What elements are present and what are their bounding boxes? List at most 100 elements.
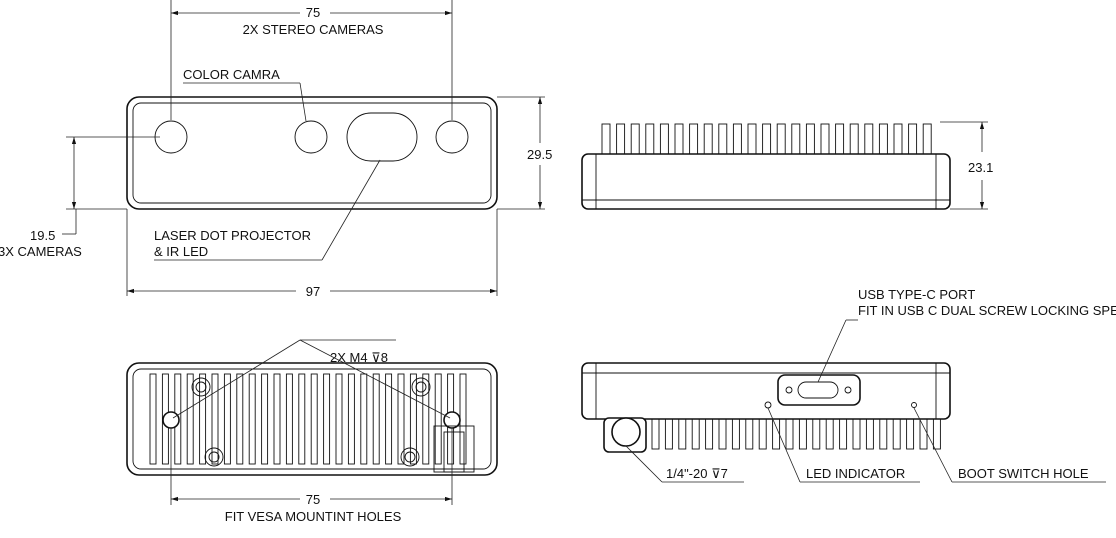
heat-fin [849, 123, 859, 157]
rear-view: USB TYPE-C PORT FIT IN USB C DUAL SCREW … [581, 287, 1116, 483]
boot-label: BOOT SWITCH HOLE [958, 466, 1089, 481]
vesa-label: FIT VESA MOUNTINT HOLES [225, 509, 402, 524]
heat-fin [273, 373, 281, 465]
mount-boss [204, 447, 224, 467]
color-camera [294, 120, 328, 154]
heat-fin [839, 416, 848, 450]
heat-fin [691, 416, 700, 450]
bottom-view: 2X M4 ⊽8 75 FIT VESA MOUNTINT HOLES [126, 339, 498, 524]
mount-boss-hole [195, 381, 207, 393]
leader [299, 82, 307, 122]
leader [321, 159, 381, 261]
side-fins [601, 123, 932, 157]
heat-fin [852, 416, 861, 450]
heat-fin [906, 416, 915, 450]
heat-fin [372, 373, 380, 465]
heat-fin [762, 123, 772, 157]
heat-fin [745, 416, 754, 450]
usb-screw-hole [844, 386, 852, 394]
side-view: 23.1 [581, 121, 993, 210]
heat-fin [791, 123, 801, 157]
tripod-label: 1/4"-20 ⊽7 [666, 466, 728, 481]
heat-fin [310, 373, 318, 465]
side-height-dim-text: 23.1 [968, 160, 993, 175]
mount-boss-hole [415, 381, 427, 393]
usb-label-1: USB TYPE-C PORT [858, 287, 975, 302]
heat-fin [835, 123, 845, 157]
heat-fin [323, 373, 331, 465]
color-camera-label: COLOR CAMRA [183, 67, 280, 82]
height-dim-text: 29.5 [527, 147, 552, 162]
mount-boss [400, 447, 420, 467]
heat-fin [651, 416, 660, 450]
heat-fin [459, 373, 467, 465]
heat-fin [659, 123, 669, 157]
heat-fin [864, 123, 874, 157]
usb-label-2: FIT IN USB C DUAL SCREW LOCKING SPEC [858, 303, 1116, 318]
heat-fin [236, 373, 244, 465]
heat-fin [703, 123, 713, 157]
heat-fin [932, 416, 941, 450]
left-dim-text: 19.5 [30, 228, 55, 243]
leader [625, 445, 663, 483]
mount-boss [411, 377, 431, 397]
m4-label: 2X M4 ⊽8 [330, 350, 388, 365]
leader [767, 407, 801, 483]
led-label: LED INDICATOR [806, 466, 905, 481]
heat-fin [718, 416, 727, 450]
bottom-fins [149, 373, 467, 465]
vesa-dim-text: 75 [306, 492, 320, 507]
heat-fin [922, 123, 932, 157]
heat-fin [879, 416, 888, 450]
heat-fin [678, 416, 687, 450]
side-body-outline [581, 153, 951, 210]
laser-label-1: LASER DOT PROJECTOR [154, 228, 311, 243]
mount-boss [191, 377, 211, 397]
rear-fins [651, 416, 941, 450]
mount-boss-hole [208, 451, 220, 463]
heat-fin [689, 123, 699, 157]
heat-fin [347, 373, 355, 465]
heat-fin [601, 123, 611, 157]
leader [913, 407, 953, 483]
width-dim-text: 97 [306, 284, 320, 299]
usb-screw-hole [785, 386, 793, 394]
m4-hole-left [162, 411, 180, 429]
heat-fin [298, 373, 306, 465]
heat-fin [211, 373, 219, 465]
heat-fin [409, 373, 417, 465]
stereo-camera-right [435, 120, 469, 154]
heat-fin [335, 373, 343, 465]
heat-fin [186, 373, 194, 465]
heat-fin [149, 373, 157, 465]
heat-fin [893, 123, 903, 157]
tripod-mount [611, 417, 641, 447]
leader [299, 339, 451, 419]
laser-label-2: & IR LED [154, 244, 208, 259]
leader [172, 339, 301, 419]
heat-fin [285, 373, 293, 465]
heat-fin [261, 373, 269, 465]
bottom-body-inner [132, 368, 492, 470]
usb-boss-inner [443, 431, 465, 473]
mount-boss-hole [404, 451, 416, 463]
front-view: 75 2X STEREO CAMERAS COLOR CAMRA 29.5 19… [0, 0, 552, 299]
heat-fin [878, 123, 888, 157]
heat-fin [798, 416, 807, 450]
heat-fin [223, 373, 231, 465]
heat-fin [825, 416, 834, 450]
heat-fin [360, 373, 368, 465]
heat-fin [731, 416, 740, 450]
heat-fin [664, 416, 673, 450]
heat-fin [732, 123, 742, 157]
usb-c-port-housing [777, 374, 861, 406]
front-body-inner [132, 102, 492, 204]
heat-fin [820, 123, 830, 157]
boot-switch-hole [911, 402, 917, 408]
heat-fin [434, 373, 442, 465]
heat-fin [758, 416, 767, 450]
heat-fin [805, 123, 815, 157]
heat-fin [422, 373, 430, 465]
heat-fin [385, 373, 393, 465]
